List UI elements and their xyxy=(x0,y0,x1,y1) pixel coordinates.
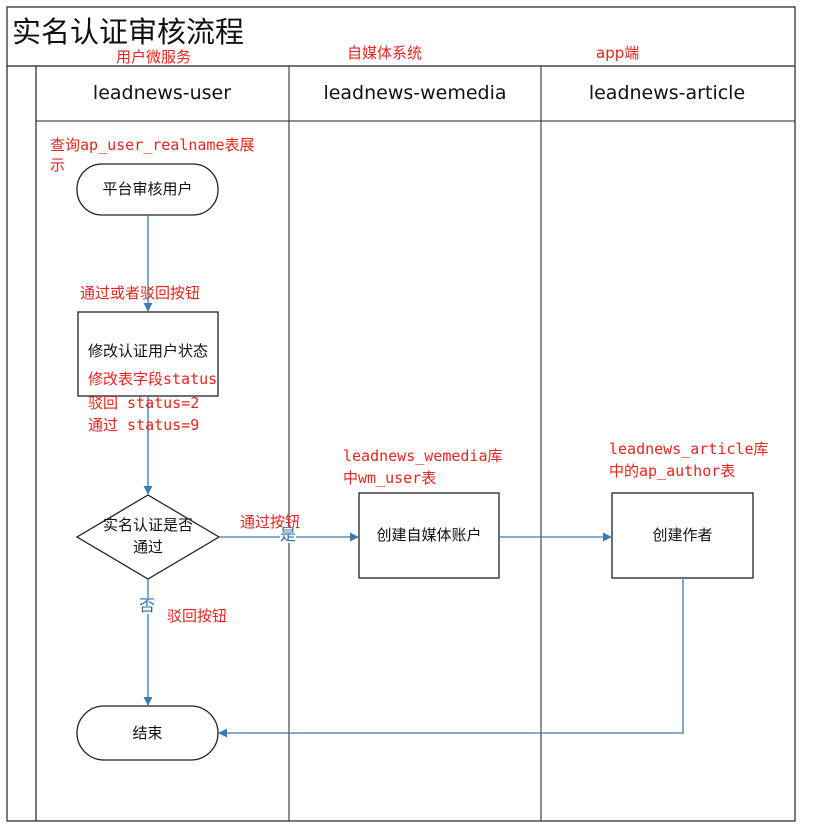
lane-system-label-wemedia: 自媒体系统 xyxy=(347,44,423,62)
annotation-query-line2: 示 xyxy=(50,156,66,174)
create-author-label: 创建作者 xyxy=(652,526,713,544)
outer-frame xyxy=(6,6,796,822)
annotation-approve-button: 通过按钮 xyxy=(240,513,301,531)
edge-label-yes: 是 xyxy=(280,525,297,544)
modify-node-label: 修改认证用户状态 xyxy=(87,342,208,360)
annotation-article-db-line2: 中的ap_author表 xyxy=(609,462,736,480)
lane-system-label-app: app端 xyxy=(596,44,640,62)
lane-system-label-user: 用户微服务 xyxy=(116,48,192,66)
start-node-label: 平台审核用户 xyxy=(102,180,193,198)
end-node-label: 结束 xyxy=(132,724,163,742)
annotation-article-db-line1: leadnews_article库 xyxy=(609,440,769,458)
decision-node-label-line2: 通过 xyxy=(132,538,163,556)
annotation-wemedia-db-line2: 中wm_user表 xyxy=(343,469,437,487)
arrow-author-to-end xyxy=(218,578,684,738)
modify-process-box xyxy=(77,311,219,397)
lane-header-wemedia: leadnews-wemedia xyxy=(323,82,507,104)
lane-header-user: leadnews-user xyxy=(92,82,232,104)
diagram-title: 实名认证审核流程 xyxy=(12,15,245,49)
annotation-approve-status: 通过 status=9 xyxy=(88,416,200,434)
decision-node-label-line1: 实名认证是否 xyxy=(102,516,193,534)
annotation-modify-field: 修改表字段status xyxy=(88,370,218,388)
create-wemedia-label: 创建自媒体账户 xyxy=(376,526,482,544)
annotation-wemedia-db-line1: leadnews_wemedia库 xyxy=(343,447,503,465)
lane-header-article: leadnews-article xyxy=(588,82,746,104)
end-terminator xyxy=(76,705,219,761)
edge-label-no: 否 xyxy=(139,596,156,615)
annotation-reject-button: 驳回按钮 xyxy=(167,607,228,625)
annotation-approve-reject: 通过或者驳回按钮 xyxy=(80,284,201,302)
annotation-reject-status: 驳回 status=2 xyxy=(88,394,200,412)
create-wemedia-box xyxy=(358,492,500,579)
create-author-box xyxy=(611,492,754,579)
annotation-query-line1: 查询ap_user_realname表展 xyxy=(50,136,255,154)
decision-diamond xyxy=(75,494,221,580)
